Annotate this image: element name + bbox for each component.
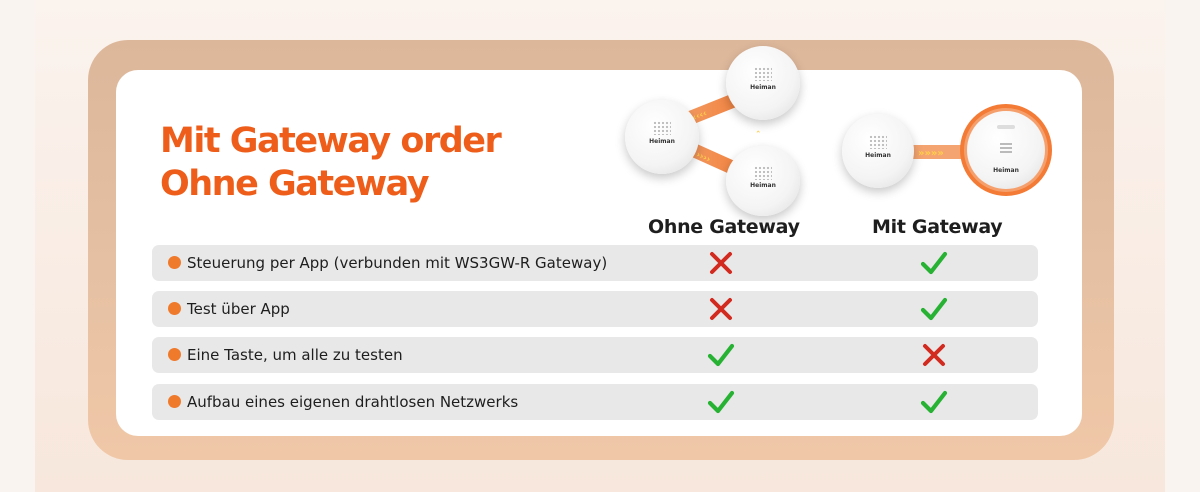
grill-icon — [754, 66, 772, 81]
table-row: Eine Taste, um alle zu testen — [152, 337, 1038, 373]
column-header-ohne: Ohne Gateway — [648, 216, 800, 238]
cross-icon — [707, 296, 735, 322]
grill-icon — [869, 134, 887, 149]
checkmark-icon — [920, 250, 948, 276]
bullet-icon — [168, 348, 181, 361]
feature-label: Eine Taste, um alle zu testen — [187, 346, 403, 364]
checkmark-icon — [707, 389, 735, 415]
svg-text:»»»»: »»»» — [918, 148, 944, 159]
smoke-detector-2: Heiman — [625, 100, 699, 174]
gateway-device: Heiman — [967, 111, 1045, 189]
bullet-icon — [168, 395, 181, 408]
checkmark-icon — [707, 342, 735, 368]
table-row: Steuerung per App (verbunden mit WS3GW-R… — [152, 245, 1038, 281]
detector-brand: Heiman — [865, 152, 891, 160]
gateway-link: »»»» — [900, 145, 970, 159]
bullet-icon — [168, 302, 181, 315]
svg-text:‹‹‹‹: ‹‹‹‹ — [691, 109, 708, 124]
feature-label: Aufbau eines eigenen drahtlosen Netzwerk… — [187, 393, 519, 411]
checkmark-icon — [920, 389, 948, 415]
menu-lines-icon — [1000, 143, 1012, 153]
smoke-detector-gateway-side: Heiman — [842, 114, 914, 188]
detector-brand: Heiman — [750, 84, 776, 92]
background-edge-left — [0, 0, 35, 492]
headline: Mit Gateway order Ohne Gateway — [160, 120, 502, 206]
headline-line-2: Ohne Gateway — [160, 164, 430, 204]
gateway-indicator — [997, 125, 1015, 129]
feature-label: Steuerung per App (verbunden mit WS3GW-R… — [187, 254, 608, 272]
table-row: Test über App — [152, 291, 1038, 327]
feature-label: Test über App — [187, 300, 290, 318]
smoke-detector-3: Heiman — [726, 146, 800, 216]
cross-icon — [920, 342, 948, 368]
gateway-brand: Heiman — [993, 167, 1019, 174]
checkmark-icon — [920, 296, 948, 322]
svg-text:ˆ: ˆ — [756, 130, 761, 141]
grill-icon — [754, 165, 772, 180]
smoke-detector-1: Heiman — [726, 46, 800, 120]
headline-line-1: Mit Gateway order — [160, 121, 502, 161]
grill-icon — [653, 120, 671, 135]
background-edge-right — [1165, 0, 1200, 492]
table-row: Aufbau eines eigenen drahtlosen Netzwerk… — [152, 384, 1038, 420]
cross-icon — [707, 250, 735, 276]
bullet-icon — [168, 256, 181, 269]
detector-brand: Heiman — [649, 138, 675, 146]
column-header-mit: Mit Gateway — [872, 216, 1003, 238]
detector-brand: Heiman — [750, 182, 776, 190]
